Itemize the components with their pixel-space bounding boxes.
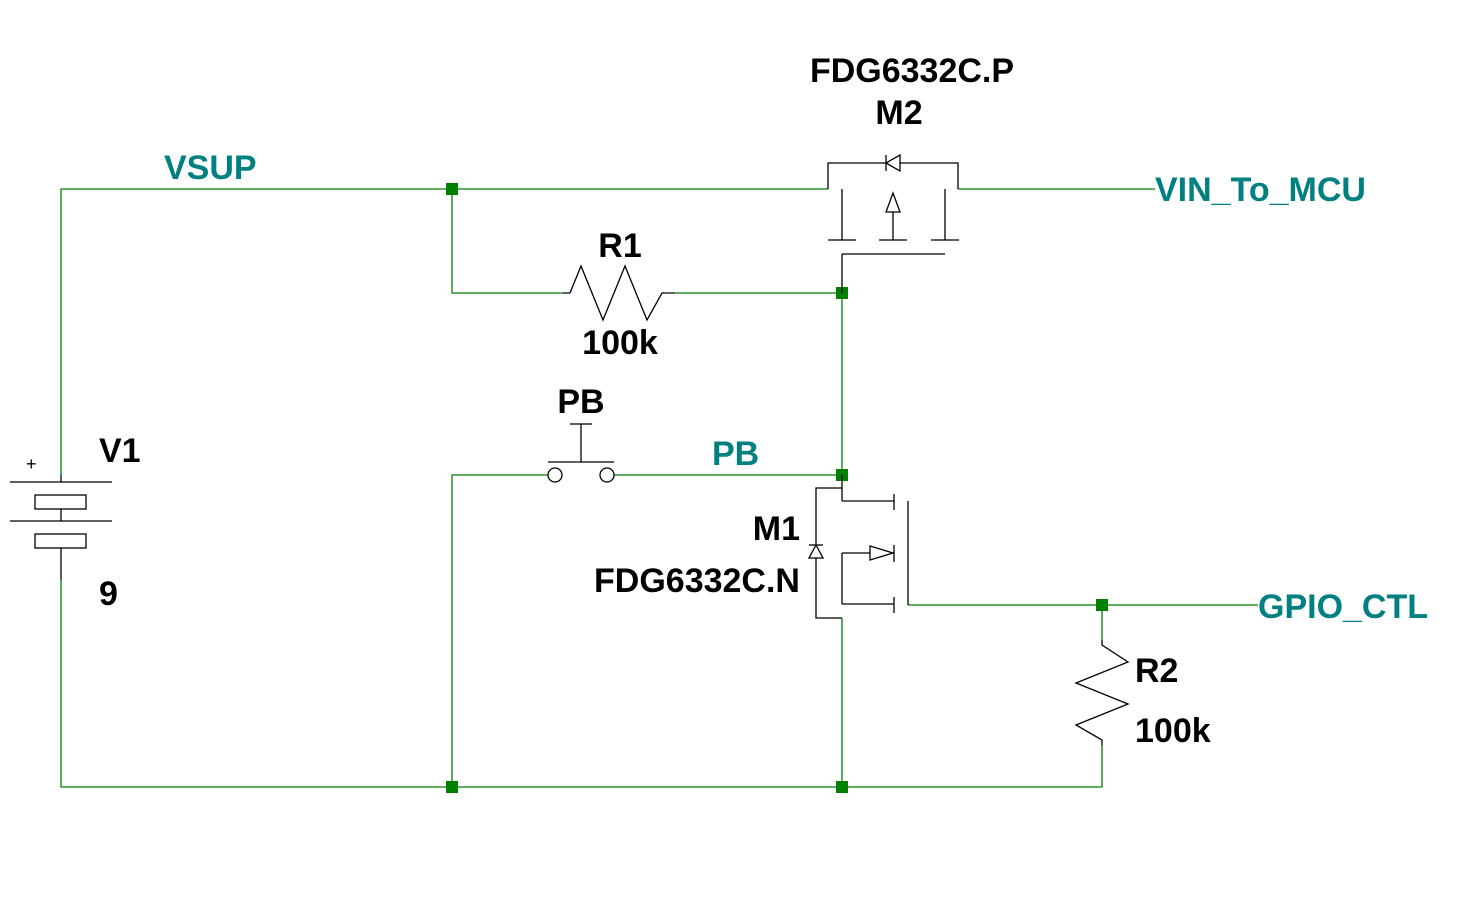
net-label-vsup: VSUP [164,149,257,187]
labels: FDG6332C.P M2 VSUP VIN_To_MCU R1 100k PB… [99,52,1428,750]
m2-ref-label: M2 [875,94,922,132]
mosfet-m1-symbol [807,475,909,619]
r1-value-label: 100k [582,324,658,362]
wire-ground-rail [60,580,1102,788]
wire-pb-left [451,474,548,787]
net-label-vin-to-mcu: VIN_To_MCU [1155,171,1366,209]
r2-value-label: 100k [1135,712,1211,750]
wires [60,188,1258,788]
wire-r1-left [451,189,563,294]
battery-plus-sign: + [26,454,37,474]
junction-gnd-right [836,781,848,793]
junction-vsup [446,183,458,195]
net-label-gpio-ctl: GPIO_CTL [1258,588,1428,626]
pb-ref-label: PB [557,383,604,421]
m1-ref-label: M1 [753,510,800,548]
m1-model-label: FDG6332C.N [594,562,800,600]
junction-gpio [1096,599,1108,611]
resistor-r1-symbol [563,264,675,322]
wire-vsup-rail [60,188,828,475]
mosfet-m2-symbol [827,153,959,293]
r2-ref-label: R2 [1135,652,1178,690]
m2-model-label: FDG6332C.P [810,52,1014,90]
net-label-pb: PB [712,435,759,473]
junction-gnd-left [446,781,458,793]
v1-ref-label: V1 [99,432,141,470]
battery-v1-symbol: + [10,454,112,580]
r1-ref-label: R1 [598,227,641,265]
v1-value-label: 9 [99,575,118,613]
pushbutton-symbol [547,423,615,483]
junctions [446,183,1108,793]
resistor-r2-symbol [1074,640,1130,745]
